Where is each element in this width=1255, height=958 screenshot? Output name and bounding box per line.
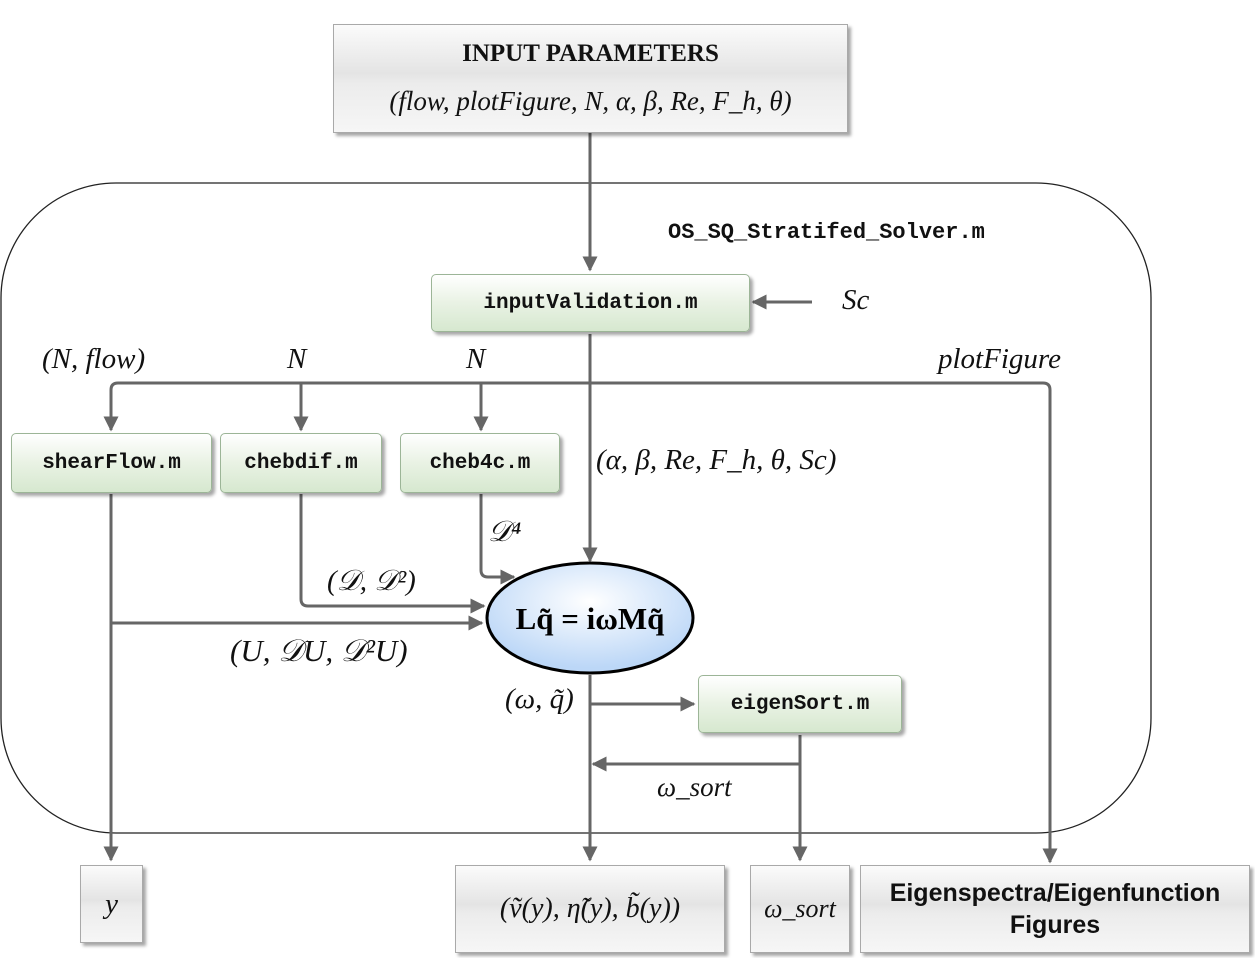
shear-flow-module[interactable]: shearFlow.m — [11, 433, 212, 493]
solver-name: OS_SQ_Stratifed_Solver.m — [668, 220, 985, 245]
label-d4: 𝒟⁴ — [488, 516, 522, 548]
chebdif-module[interactable]: chebdif.m — [220, 433, 382, 493]
label-d-d2: (𝒟, 𝒟²) — [327, 565, 416, 597]
input-params: (flow, plotFigure, N, α, β, Re, F_h, θ) — [389, 86, 792, 116]
label-sc: Sc — [842, 284, 870, 316]
output-figures: Eigenspectra/Eigenfunction Figures — [860, 865, 1250, 953]
output-eigenfunctions: (ṽ(y), η̃(y), b̃(y)) — [455, 865, 725, 953]
label-u-terms: (U, 𝒟U, 𝒟²U) — [230, 633, 408, 668]
arrow-chebdif-to-equation — [299, 494, 486, 614]
equation-ellipse — [485, 561, 695, 675]
label-omega-q: (ω, q̃) — [505, 683, 574, 715]
bus-line — [590, 381, 1058, 864]
label-n-flow: (N, flow) — [42, 343, 146, 375]
input-validation-module[interactable]: inputValidation.m — [431, 274, 750, 332]
eigen-sort-module[interactable]: eigenSort.m — [698, 675, 902, 733]
output-omega-sort: ω_sort — [750, 865, 850, 953]
arrow-to-shearflow — [103, 381, 590, 432]
cheb4c-module[interactable]: cheb4c.m — [400, 433, 560, 493]
equation-text: Lq̃ = iωMq̃ — [516, 601, 665, 636]
output-y: y — [80, 865, 143, 943]
input-title: INPUT PARAMETERS — [462, 40, 719, 67]
input-parameters-box: INPUT PARAMETERS (flow, plotFigure, N, α… — [333, 24, 848, 133]
label-n-chebdif: N — [287, 343, 307, 375]
label-n-cheb4c: N — [466, 343, 486, 375]
label-omega-sort-feedback: ω_sort — [657, 772, 732, 802]
label-plot-figure: plotFigure — [938, 343, 1061, 375]
label-solver-params: (α, β, Re, F_h, θ, Sc) — [596, 444, 837, 476]
solver-boundary — [0, 182, 1152, 834]
arrow-cheb4c-to-equation — [479, 494, 516, 585]
